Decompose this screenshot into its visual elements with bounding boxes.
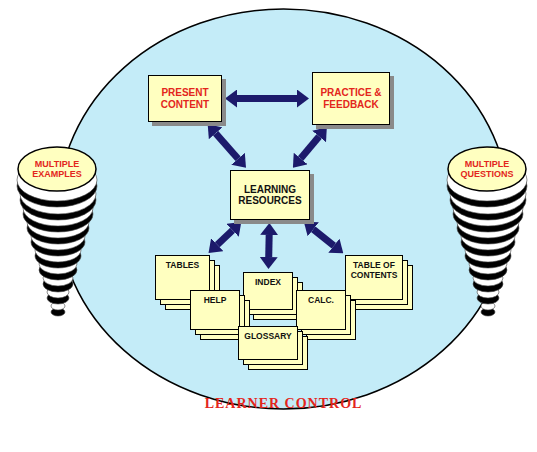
card-label: CALC. [308,296,334,306]
double-arrow [217,230,232,244]
double-arrow [216,133,238,158]
ellipse-shape [18,147,96,191]
stack-label: MULTIPLE QUESTIONS [449,159,525,180]
resource-card: INDEX [243,272,293,310]
resource-card: TABLE OF CONTENTS [345,255,403,300]
ellipse-shape [448,147,526,191]
card-label: HELP [204,296,227,306]
learner-control-circle: LEARNER CONTROL PRESENT CONTENT PRACTICE &… [57,8,510,410]
box-label: PRACTICE & FEEDBACK [315,87,387,110]
box-label: LEARNING RESOURCES [233,184,307,207]
hub-box: LEARNING RESOURCES [230,170,310,220]
card-label: GLOSSARY [244,332,291,342]
double-arrow [237,95,297,102]
resource-card: GLOSSARY [238,326,298,360]
process-box: PRACTICE & FEEDBACK [312,72,390,125]
box-label: PRESENT CONTENT [151,87,219,110]
double-arrow [301,136,319,158]
process-box: PRESENT CONTENT [148,75,222,122]
double-arrow [313,229,334,245]
circle-caption: LEARNER CONTROL [57,396,510,412]
ellipse-shape [58,9,509,409]
card-label: TABLE OF CONTENTS [348,261,400,281]
stack-top-ellipse: MULTIPLE QUESTIONS [447,146,527,192]
double-arrow [265,235,272,257]
stack-label: MULTIPLE EXAMPLES [19,159,95,180]
stack-top-ellipse: MULTIPLE EXAMPLES [17,146,97,192]
card-label: INDEX [255,278,281,288]
resource-card: HELP [190,290,240,330]
resource-card: CALC. [296,290,346,330]
card-label: TABLES [166,261,199,271]
